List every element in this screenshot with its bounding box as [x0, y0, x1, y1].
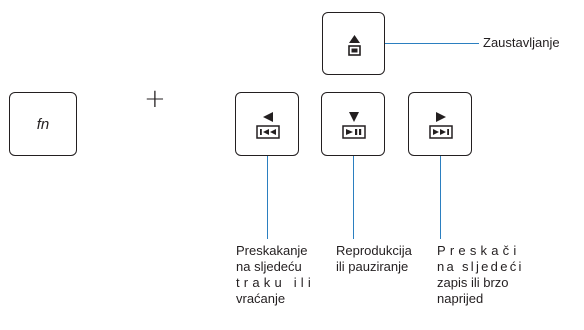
stop-key[interactable]: [322, 12, 385, 75]
next-track-icon: [409, 110, 471, 142]
prev-label-line: na sljedeću: [236, 259, 302, 274]
play-label-line: ili pauziranje: [336, 259, 409, 274]
play-pause-icon: [322, 110, 384, 142]
prev-label-line: vraćanje: [236, 291, 286, 306]
eject-stop-icon: [323, 33, 384, 57]
next-track-key[interactable]: [408, 92, 472, 156]
prev-leader-line: [267, 156, 268, 239]
next-label-line: naprijed: [437, 291, 484, 306]
plus-sign: +: [144, 84, 166, 114]
previous-track-icon: [236, 110, 298, 142]
prev-label-line: Preskakanje: [236, 243, 308, 258]
next-label: Preskači na sljedeći zapis ili brzo napr…: [437, 243, 524, 307]
play-label-line: Reprodukcija: [336, 243, 412, 258]
play-label: Reprodukcija ili pauziranje: [336, 243, 412, 275]
play-leader-line: [353, 156, 354, 239]
next-label-line: na sljedeći: [437, 259, 524, 274]
next-leader-line: [440, 156, 441, 239]
stop-leader-line: [385, 43, 479, 44]
next-label-line: Preskači: [437, 243, 521, 258]
fn-key-label: fn: [36, 115, 50, 133]
prev-label: Preskakanje na sljedeću traku ili vraćan…: [236, 243, 315, 307]
previous-track-key[interactable]: [235, 92, 299, 156]
play-pause-key[interactable]: [321, 92, 385, 156]
fn-key[interactable]: fn: [9, 92, 77, 156]
stop-label: Zaustavljanje: [483, 35, 560, 50]
next-label-line: zapis ili brzo: [437, 275, 509, 290]
prev-label-line: traku ili: [236, 275, 315, 290]
